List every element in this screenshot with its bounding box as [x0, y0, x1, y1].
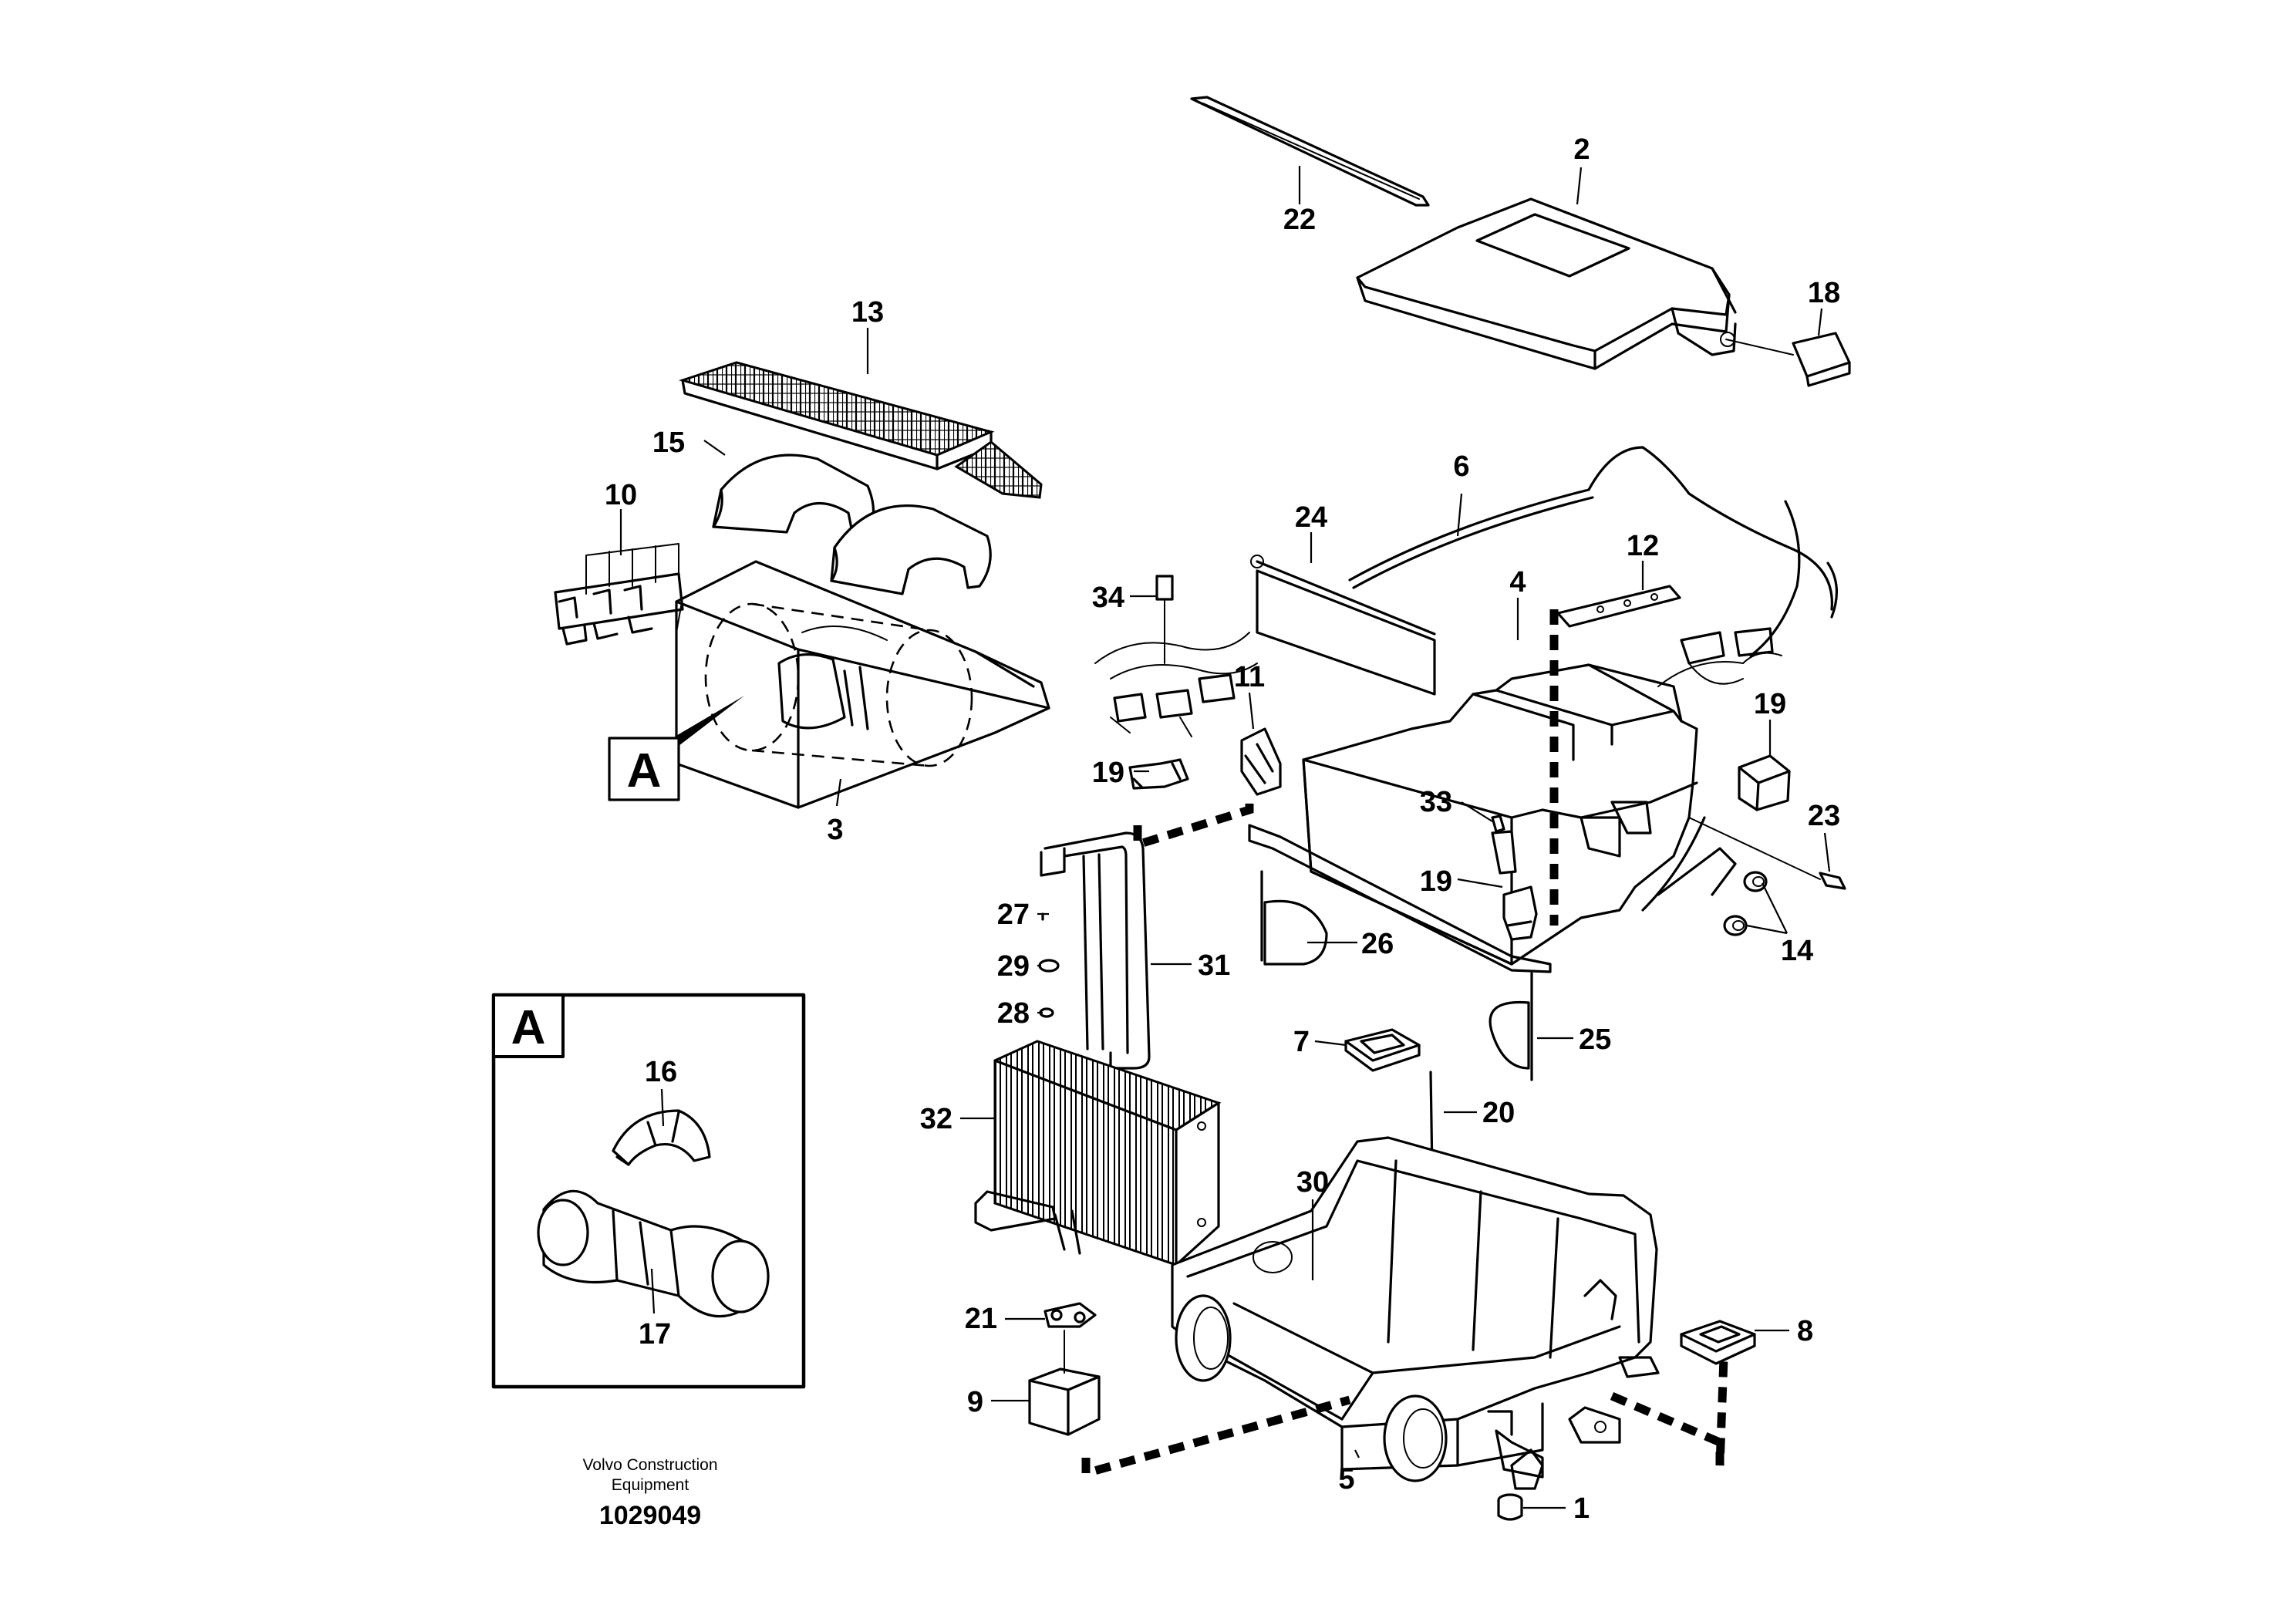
- callout-19-right: 19: [1754, 688, 1786, 720]
- callout-3: 3: [827, 814, 843, 846]
- manufacturer-line-2: Equipment: [612, 1476, 689, 1494]
- part-19-relay-right: [1738, 754, 1791, 811]
- part-17-blower-motor: [537, 1189, 770, 1318]
- part-34-harness-plugs: [1094, 575, 1258, 737]
- callout-18: 18: [1808, 277, 1840, 309]
- part-32-evaporator-core: [974, 1040, 1222, 1267]
- part-31-pipes: [1040, 831, 1151, 1070]
- callout-28: 28: [997, 997, 1030, 1030]
- callout-32: 32: [920, 1103, 952, 1135]
- callout-4: 4: [1509, 566, 1526, 599]
- assembly-dashed-lines: [1081, 609, 1728, 1479]
- leader-lines: [619, 166, 1831, 1509]
- detail-inset-letter: A: [511, 1001, 546, 1054]
- part-9-block: [1028, 1330, 1101, 1436]
- callout-21: 21: [965, 1303, 997, 1335]
- part-22-deflector-strip: [1190, 96, 1430, 207]
- part-1-plug: [1497, 1493, 1523, 1521]
- part-21-bracket: [1043, 1302, 1097, 1328]
- detail-reference-a: A: [608, 696, 744, 801]
- callout-24: 24: [1295, 501, 1327, 534]
- part-33-screw: [1491, 814, 1517, 875]
- callout-15: 15: [652, 427, 685, 459]
- drawing-number: 1029049: [599, 1501, 701, 1530]
- callout-26: 26: [1361, 928, 1394, 960]
- part-23-sensor: [1688, 817, 1846, 890]
- part-16-half-shell: [612, 1109, 711, 1166]
- callout-11: 11: [1234, 661, 1265, 693]
- callout-16: 16: [645, 1056, 677, 1088]
- callout-22: 22: [1283, 204, 1316, 236]
- callout-17: 17: [639, 1318, 671, 1351]
- part-14-grommets: [1723, 871, 1768, 936]
- callout-14: 14: [1781, 935, 1813, 967]
- part-15-blower-housing-halves: [712, 454, 992, 595]
- part-26-flap: [1260, 870, 1328, 966]
- part-4-evaporator-housing: [1248, 663, 1737, 973]
- callout-7: 7: [1293, 1026, 1310, 1058]
- part-29-o-ring: [1038, 959, 1060, 973]
- footer-credit: Volvo Construction Equipment 1029049: [582, 1456, 717, 1530]
- callout-25: 25: [1579, 1023, 1611, 1056]
- part-18-relay: [1720, 332, 1851, 387]
- callout-30: 30: [1296, 1166, 1329, 1199]
- part-8-pad: [1680, 1320, 1756, 1365]
- part-5-lower-case: [1171, 1136, 1660, 1490]
- callout-33: 33: [1420, 786, 1452, 818]
- part-10-connectors: [554, 543, 684, 646]
- callout-9: 9: [967, 1386, 983, 1418]
- callout-5: 5: [1338, 1463, 1354, 1496]
- detail-a-inset: A: [491, 993, 806, 1389]
- part-13-air-filter: [678, 361, 1043, 499]
- part-19-relay-upper: [1128, 758, 1189, 790]
- part-2-top-cover: [1356, 197, 1737, 370]
- callout-27: 27: [997, 899, 1030, 931]
- part-3-blower-box: [675, 560, 1050, 809]
- callout-20: 20: [1482, 1097, 1515, 1129]
- part-24-flap-rod: [1250, 555, 1436, 696]
- detail-reference-letter: A: [627, 744, 662, 798]
- part-12-bracket: [1556, 585, 1782, 687]
- callout-34: 34: [1092, 582, 1124, 614]
- callout-31: 31: [1198, 949, 1230, 982]
- callout-13: 13: [851, 296, 884, 329]
- callout-23: 23: [1808, 800, 1840, 832]
- callout-19-lower: 19: [1420, 865, 1452, 898]
- callout-labels: 2 22 18 13 15 10 6 24 12 34 4 11 19 19 3…: [605, 133, 1840, 1525]
- callout-10: 10: [605, 479, 637, 511]
- callout-6: 6: [1453, 450, 1469, 483]
- callout-19-upper: 19: [1092, 757, 1124, 789]
- part-6-cable-harness: [1348, 446, 1839, 657]
- callout-12: 12: [1627, 530, 1659, 562]
- callout-29: 29: [997, 950, 1030, 983]
- part-11-actuator: [1240, 727, 1282, 796]
- callout-1: 1: [1573, 1492, 1590, 1525]
- part-7-filter-pad: [1344, 1028, 1421, 1072]
- part-25-flap: [1489, 972, 1533, 1081]
- callout-2: 2: [1573, 133, 1590, 166]
- part-19-relay-lower: [1502, 885, 1538, 941]
- manufacturer-line-1: Volvo Construction: [582, 1456, 717, 1474]
- callout-8: 8: [1797, 1315, 1813, 1347]
